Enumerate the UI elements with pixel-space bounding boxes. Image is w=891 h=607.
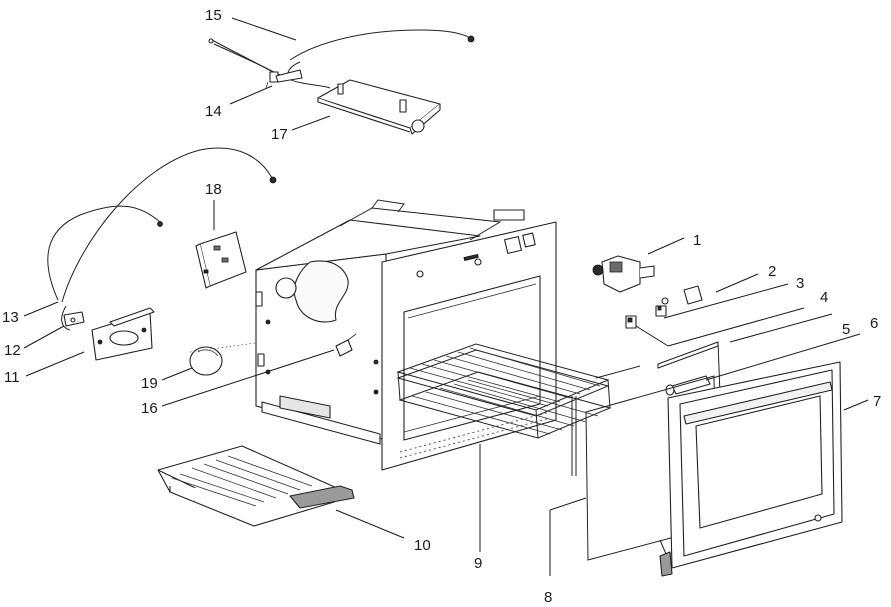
part-7-oven-door (659, 361, 843, 577)
leader-lines (23, 17, 869, 576)
callout-19: 19 (141, 375, 158, 392)
callout-2: 2 (768, 263, 776, 280)
callout-4: 4 (820, 289, 828, 306)
part-15-capillary-wire (208, 29, 475, 89)
oven-cavity (255, 199, 525, 445)
callout-16: 16 (141, 400, 158, 417)
callout-8: 8 (544, 589, 552, 606)
callout-13: 13 (2, 309, 19, 326)
callout-15: 15 (205, 7, 222, 24)
callout-18: 18 (205, 181, 222, 198)
callout-11: 11 (4, 369, 20, 386)
part-5-door-seal-rod (657, 341, 721, 395)
part-14-sensor-clip (265, 69, 303, 89)
part-18-relay-box (195, 231, 247, 289)
part-3-switch (655, 305, 667, 317)
door-hinge-rods (571, 365, 641, 476)
part-12-connector (63, 311, 85, 327)
callout-6: 6 (870, 315, 878, 332)
part-16-rack-support (335, 333, 357, 357)
part-1-gas-valve (592, 255, 655, 293)
callout-3: 3 (796, 275, 804, 292)
part-10-grill-pan (157, 445, 355, 527)
callout-14: 14 (205, 103, 222, 120)
part-9-wire-shelf (396, 343, 612, 439)
part-2-control-knob (661, 285, 703, 305)
callout-9: 9 (474, 555, 482, 572)
callout-labels: 1 2 3 4 5 6 7 8 9 10 11 12 13 14 15 16 1… (2, 7, 881, 606)
callout-1: 1 (693, 232, 701, 249)
callout-10: 10 (414, 537, 431, 554)
part-17-top-cover-plate (317, 79, 441, 135)
part-11-element-bracket (91, 307, 155, 361)
part-4-switch (625, 315, 637, 329)
callout-7: 7 (873, 393, 881, 410)
callout-17: 17 (271, 126, 288, 143)
part-19-lamp-cover (189, 346, 223, 376)
callout-5: 5 (842, 321, 850, 338)
part-13-cable-harness (47, 147, 277, 331)
callout-12: 12 (4, 342, 21, 359)
